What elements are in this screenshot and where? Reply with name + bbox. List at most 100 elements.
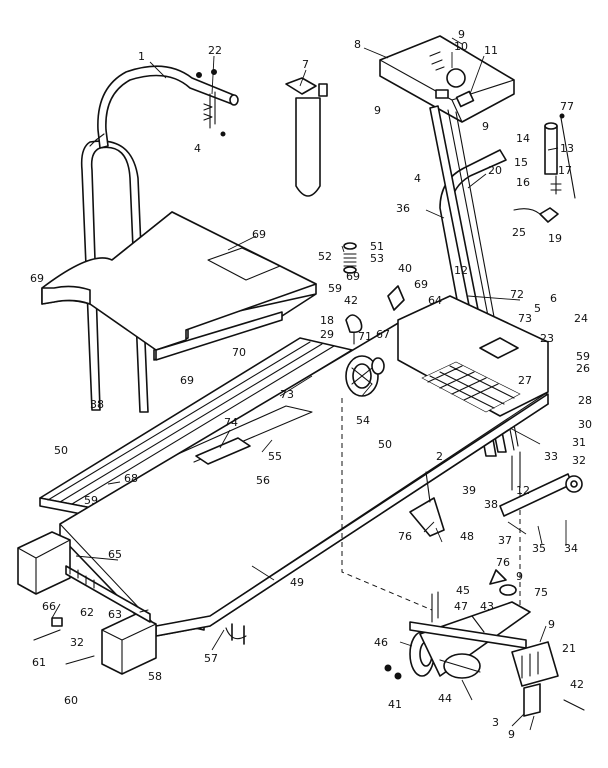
callout-9: 9 xyxy=(458,28,465,41)
incline-foot xyxy=(409,471,445,537)
callout-75: 75 xyxy=(534,586,548,599)
callout-66: 66 xyxy=(42,600,56,613)
callout-19: 19 xyxy=(548,232,562,245)
callout-69: 69 xyxy=(252,228,266,241)
callout-77: 77 xyxy=(560,100,574,113)
callout-7: 7 xyxy=(302,58,309,71)
callout-4: 4 xyxy=(194,142,201,155)
callout-9: 9 xyxy=(374,104,381,117)
motor-hangers xyxy=(431,569,517,633)
callout-39: 39 xyxy=(462,484,476,497)
callout-44: 44 xyxy=(438,692,452,705)
callout-32: 32 xyxy=(70,636,84,649)
bracket-40 xyxy=(387,285,405,311)
callout-20: 20 xyxy=(488,164,502,177)
callout-25: 25 xyxy=(512,226,526,239)
callout-29: 29 xyxy=(320,328,334,341)
callout-69: 69 xyxy=(30,272,44,285)
callout-9: 9 xyxy=(482,120,489,133)
callout-15: 15 xyxy=(514,156,528,169)
callout-30: 30 xyxy=(578,418,592,431)
callout-32: 32 xyxy=(572,454,586,467)
console-housing xyxy=(379,35,515,123)
callout-41: 41 xyxy=(388,698,402,711)
callout-11: 11 xyxy=(484,44,498,57)
callout-59: 59 xyxy=(328,282,342,295)
callout-76: 76 xyxy=(496,556,510,569)
callout-1: 1 xyxy=(138,50,145,63)
callout-73: 73 xyxy=(518,312,532,325)
callout-48: 48 xyxy=(460,530,474,543)
handrail-bolts xyxy=(196,69,226,137)
callout-37: 37 xyxy=(498,534,512,547)
callout-34: 34 xyxy=(564,542,578,555)
callout-3: 3 xyxy=(492,716,499,729)
callout-6: 6 xyxy=(550,292,557,305)
callout-17: 17 xyxy=(558,164,572,177)
callout-69: 69 xyxy=(414,278,428,291)
callout-46: 46 xyxy=(374,636,388,649)
callout-9: 9 xyxy=(508,728,515,741)
handrail-sleeve xyxy=(285,77,328,197)
callout-64: 64 xyxy=(428,294,442,307)
callout-5: 5 xyxy=(534,302,541,315)
callout-70: 70 xyxy=(232,346,246,359)
callout-9: 9 xyxy=(516,570,523,583)
callout-45: 45 xyxy=(456,584,470,597)
callout-50: 50 xyxy=(54,444,68,457)
callout-42: 42 xyxy=(344,294,358,307)
callout-35: 35 xyxy=(532,542,546,555)
callout-18: 18 xyxy=(320,314,334,327)
callout-59: 59 xyxy=(576,350,590,363)
callout-12: 12 xyxy=(454,264,468,277)
callout-8: 8 xyxy=(354,38,361,51)
callout-67: 67 xyxy=(376,328,390,341)
callout-61: 61 xyxy=(32,656,46,669)
callout-36: 36 xyxy=(396,202,410,215)
callout-31: 31 xyxy=(572,436,586,449)
callout-50: 50 xyxy=(378,438,392,451)
callout-52: 52 xyxy=(318,250,332,263)
callout-10: 10 xyxy=(454,40,468,53)
leader-lines xyxy=(51,37,567,731)
deck-cushion xyxy=(41,211,317,361)
spring-hardware xyxy=(343,242,357,274)
callout-69: 69 xyxy=(180,374,194,387)
callout-12: 12 xyxy=(516,484,530,497)
callout-43: 43 xyxy=(480,600,494,613)
callout-56: 56 xyxy=(256,474,270,487)
callout-71: 71 xyxy=(358,330,372,343)
callout-51: 51 xyxy=(370,240,384,253)
callout-26: 26 xyxy=(576,362,590,375)
callout-65: 65 xyxy=(108,548,122,561)
rear-endcap-right xyxy=(101,613,157,675)
callout-60: 60 xyxy=(64,694,78,707)
callout-4: 4 xyxy=(414,172,421,185)
callout-labels: 1 22 7 8 9 10 11 9 77 14 13 15 17 16 4 4… xyxy=(30,28,592,741)
callout-27: 27 xyxy=(518,374,532,387)
callout-69: 69 xyxy=(346,270,360,283)
callout-22: 22 xyxy=(208,44,222,57)
callout-68: 68 xyxy=(124,472,138,485)
callout-47: 47 xyxy=(454,600,468,613)
motor-compartment xyxy=(397,295,549,417)
left-handrail xyxy=(80,65,239,413)
rear-right-bracket xyxy=(499,451,583,517)
callout-9: 9 xyxy=(548,618,555,631)
callout-33: 33 xyxy=(544,450,558,463)
callout-54: 54 xyxy=(356,414,370,427)
callout-24: 24 xyxy=(574,312,588,325)
callout-73: 73 xyxy=(280,388,294,401)
callout-38: 38 xyxy=(90,398,104,411)
callout-59: 59 xyxy=(84,494,98,507)
callout-72: 72 xyxy=(510,288,524,301)
rear-endcap-left xyxy=(17,531,71,595)
drive-motor-assembly xyxy=(409,601,559,717)
callout-49: 49 xyxy=(290,576,304,589)
callout-2: 2 xyxy=(436,450,443,463)
callout-23: 23 xyxy=(540,332,554,345)
rear-roller xyxy=(65,565,151,623)
upper-right-hardware xyxy=(544,113,576,199)
callout-63: 63 xyxy=(108,608,122,621)
